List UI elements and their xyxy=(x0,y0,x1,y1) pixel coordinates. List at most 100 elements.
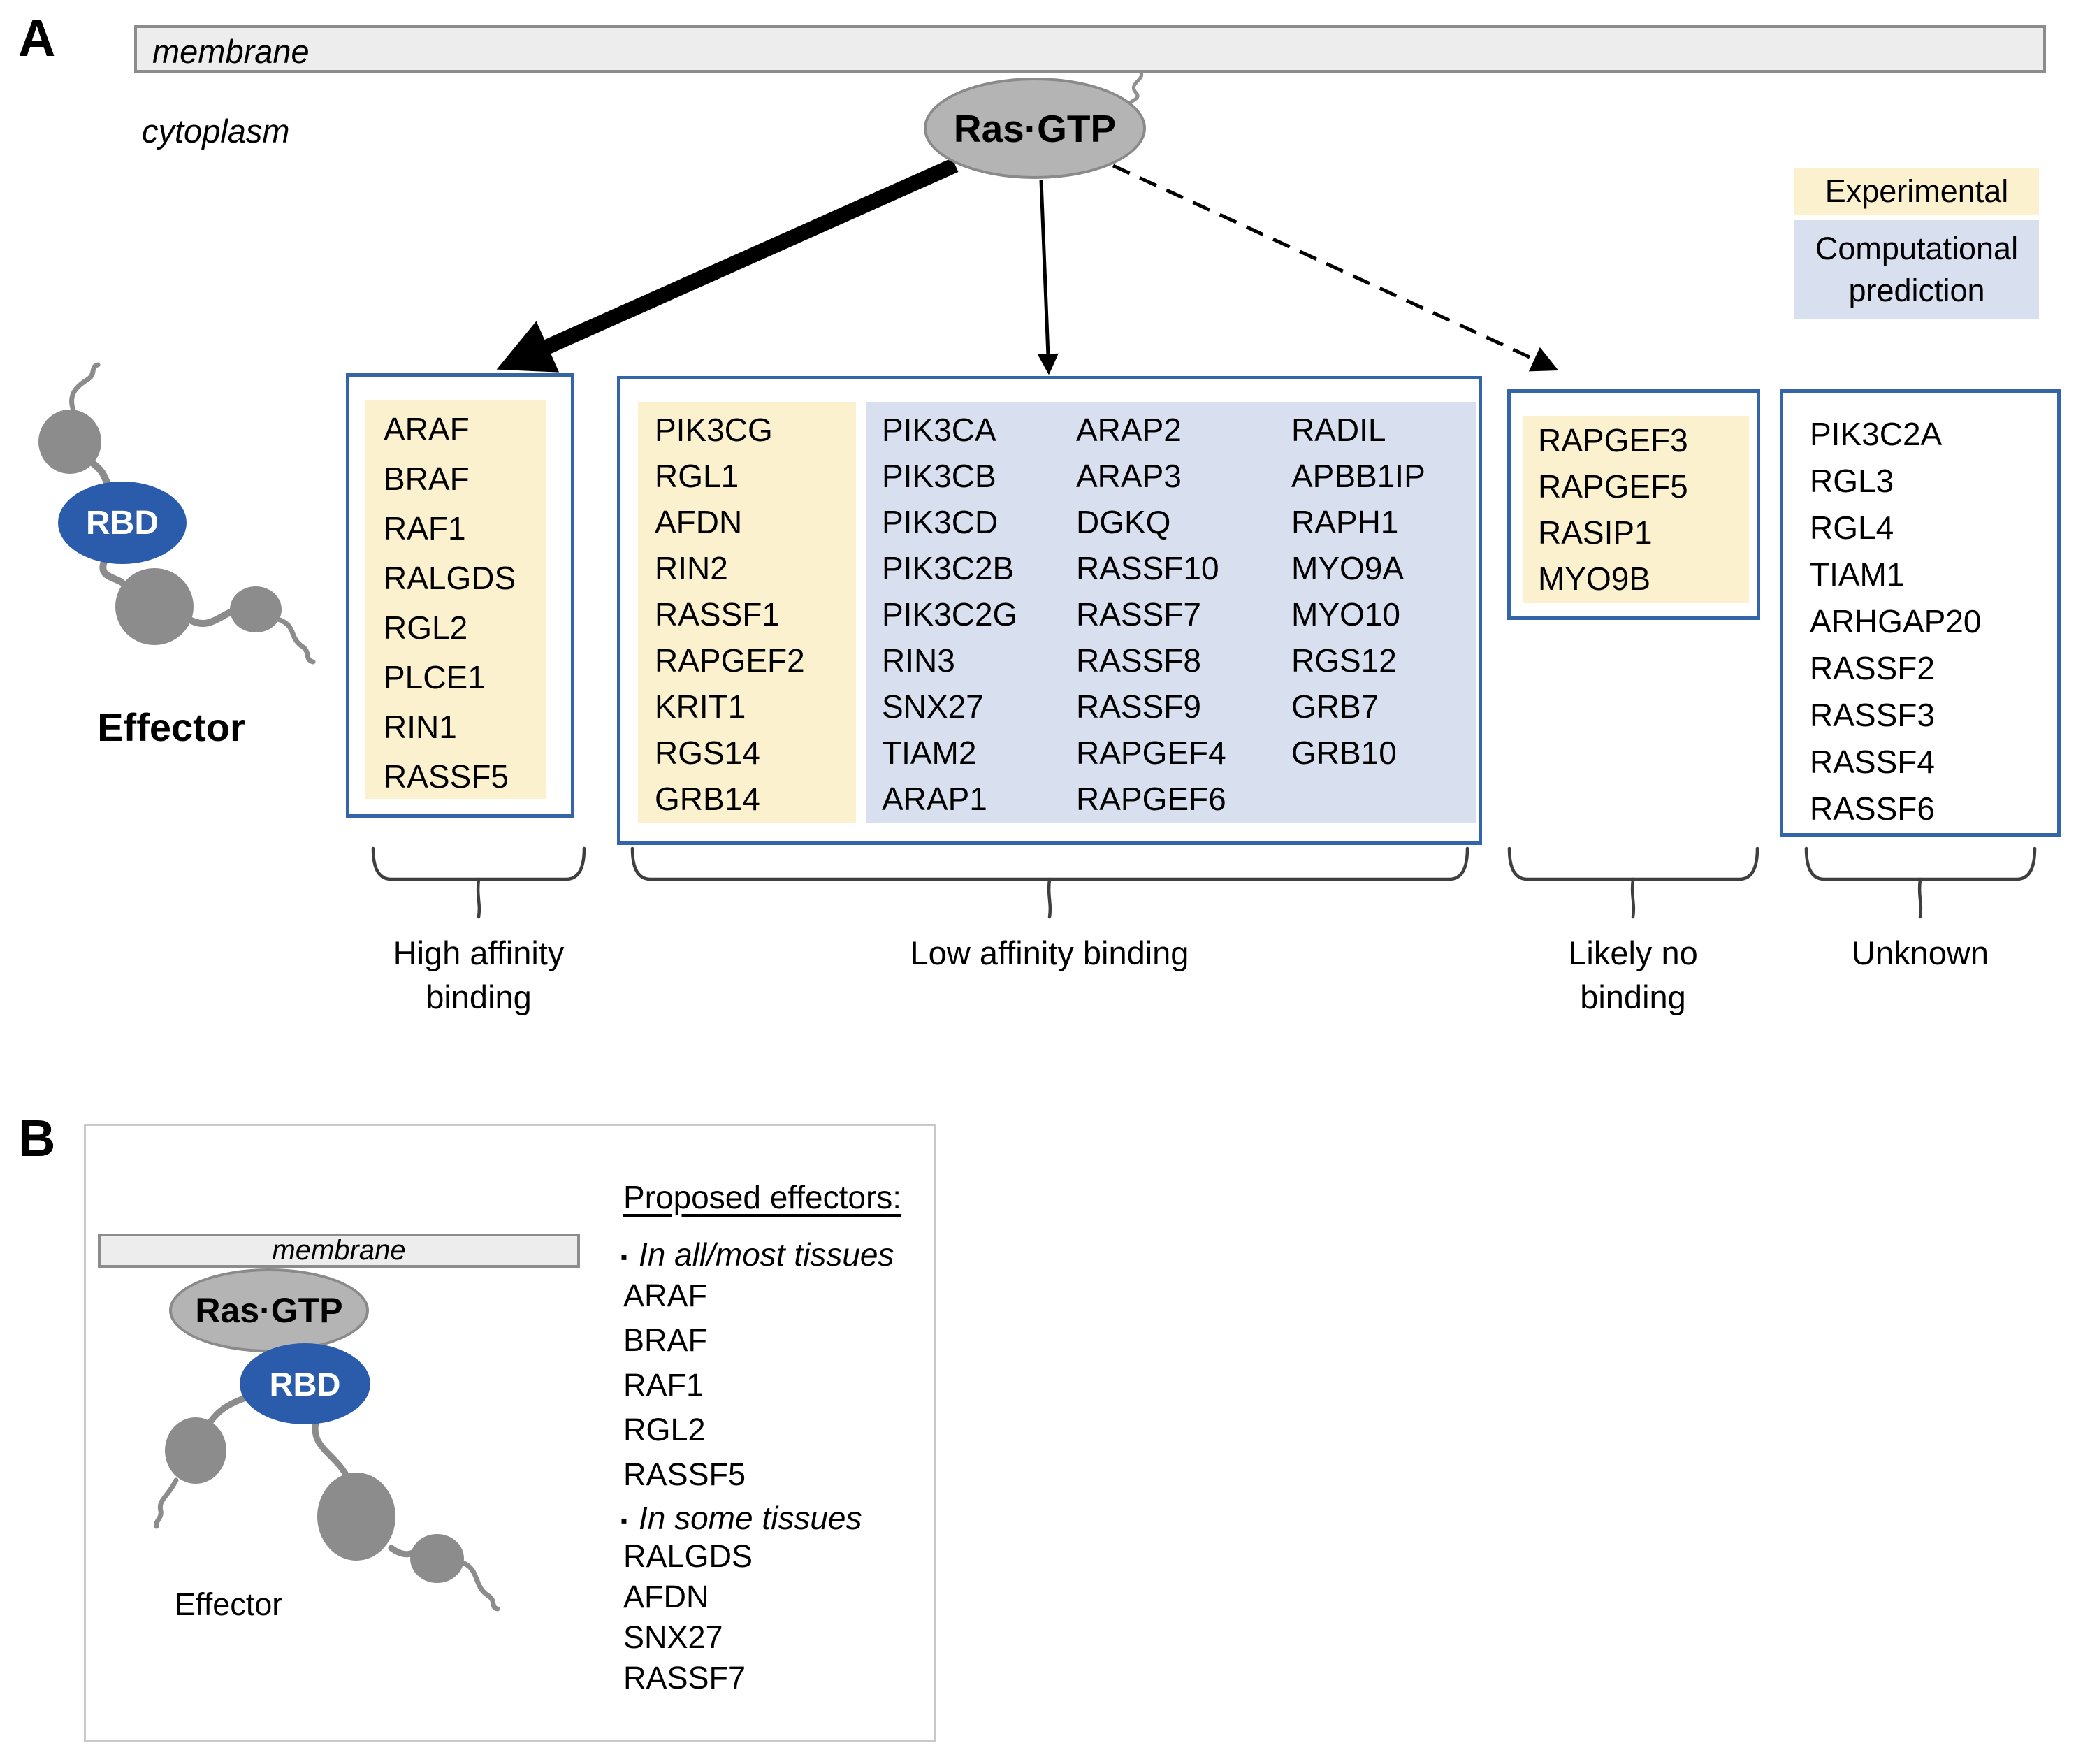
gene-item: RASSF4 xyxy=(1810,744,1935,780)
gene-item: RASSF7 xyxy=(623,1660,746,1696)
all-tissues-heading: ▪In all/most tissues xyxy=(620,1236,894,1273)
gene-item: GRB14 xyxy=(655,781,760,817)
gene-item: RGS14 xyxy=(655,735,760,771)
gene-item: RASSF6 xyxy=(1810,790,1935,827)
ras-gtp-label: Ras·GTP xyxy=(953,106,1117,150)
gene-item: TIAM1 xyxy=(1810,556,1905,593)
gene-item: GRB10 xyxy=(1291,735,1397,771)
gene-item: AFDN xyxy=(623,1579,709,1614)
gene-item: PIK3CB xyxy=(882,458,996,494)
gene-item: ARAF xyxy=(623,1278,708,1313)
membrane-label: membrane xyxy=(152,33,310,70)
gene-item: RGL2 xyxy=(384,609,468,646)
gene-item: RAPGEF5 xyxy=(1538,468,1688,505)
gene-item: RAPGEF3 xyxy=(1538,422,1688,458)
cytoplasm-label: cytoplasm xyxy=(142,113,290,150)
gene-item: BRAF xyxy=(384,461,470,497)
gene-item: MYO9A xyxy=(1291,550,1404,586)
gene-item: RASSF5 xyxy=(384,758,509,795)
ras-gtp-node: Ras·GTP xyxy=(924,78,1146,179)
low-affinity-brace xyxy=(630,846,1469,919)
gene-item: RAF1 xyxy=(384,510,466,547)
gene-item: ARAP3 xyxy=(1076,458,1182,494)
label-line: High affinity xyxy=(393,934,565,971)
gene-item: RGL2 xyxy=(623,1412,706,1447)
legend-computational: Computational prediction xyxy=(1794,220,2039,319)
gene-item: RASSF8 xyxy=(1076,642,1201,679)
gene-item: GRB7 xyxy=(1291,688,1379,725)
effector-domain-blob xyxy=(317,1473,395,1561)
gene-item: RIN1 xyxy=(384,709,457,745)
gene-item: PIK3C2B xyxy=(882,550,1015,586)
gene-item: RAPGEF4 xyxy=(1076,735,1226,771)
high-affinity-arrow xyxy=(496,157,959,373)
label-line: Likely no xyxy=(1568,934,1698,971)
gene-item: RGL4 xyxy=(1810,509,1894,546)
panel-b-label: B xyxy=(18,1109,56,1167)
high-affinity-brace xyxy=(371,846,586,919)
gene-item: RASSF1 xyxy=(655,596,780,632)
gene-item: RASSF10 xyxy=(1076,550,1219,586)
gene-item: RASIP1 xyxy=(1538,514,1653,551)
panel-b-effector-label: Effector xyxy=(175,1586,283,1622)
gene-item: RGL1 xyxy=(655,458,739,494)
membrane-label: membrane xyxy=(272,1235,406,1266)
gene-item: PIK3CG xyxy=(655,412,773,448)
effector-domain-blob xyxy=(410,1534,464,1583)
heading-text: In some tissues xyxy=(638,1500,862,1536)
gene-item: MYO9B xyxy=(1538,561,1651,597)
gene-item: BRAF xyxy=(623,1322,708,1358)
likely-no-binding-brace xyxy=(1507,846,1759,919)
gene-item: SNX27 xyxy=(623,1619,723,1655)
gene-item: PLCE1 xyxy=(384,659,486,695)
effector-domain-blob xyxy=(230,586,282,632)
bullet-icon: ▪ xyxy=(620,1509,627,1531)
unknown-label: Unknown xyxy=(1852,934,1989,971)
bullet-icon: ▪ xyxy=(620,1245,627,1268)
gene-item: ARAF xyxy=(384,411,470,447)
panel-a-label: A xyxy=(18,9,56,67)
gene-item: RALGDS xyxy=(623,1538,753,1574)
rbd-label: RBD xyxy=(86,504,159,542)
gene-item: RASSF2 xyxy=(1810,650,1935,686)
gene-item: RIN3 xyxy=(882,642,955,679)
gene-item: RASSF7 xyxy=(1076,596,1201,632)
likely-no-binding-label: Likely no binding xyxy=(1458,931,1808,1019)
gene-item: APBB1IP xyxy=(1291,458,1425,494)
effector-domain-blob xyxy=(115,568,194,645)
gene-item: PIK3C2A xyxy=(1810,416,1943,452)
effector-domain-blob xyxy=(165,1417,226,1484)
gene-item: PIK3CA xyxy=(882,412,996,448)
gene-item: AFDN xyxy=(655,504,743,540)
gene-item: RASSF3 xyxy=(1810,697,1935,733)
effector-label: Effector xyxy=(97,705,245,749)
gene-item: ARHGAP20 xyxy=(1810,603,1982,639)
gene-item: TIAM2 xyxy=(882,735,977,771)
panel-b-ras-gtp-node: Ras·GTP xyxy=(169,1268,369,1352)
gene-item: ARAP1 xyxy=(882,781,987,817)
gene-item: RAPGEF2 xyxy=(655,642,805,679)
gene-item: MYO10 xyxy=(1291,596,1400,632)
ras-gtp-label: Ras·GTP xyxy=(195,1291,343,1330)
panel-b-frame xyxy=(84,1124,936,1742)
likely-no-binding-dashed-arrow xyxy=(1112,164,1559,372)
gene-item: KRIT1 xyxy=(655,688,746,725)
high-affinity-binding-label: High affinity binding xyxy=(304,931,653,1019)
panel-b-membrane-bar: membrane xyxy=(98,1234,580,1268)
effector-domain-blob xyxy=(38,410,101,474)
low-affinity-arrow xyxy=(1037,180,1059,375)
low-affinity-binding-label: Low affinity binding xyxy=(910,934,1189,971)
gene-item: RALGDS xyxy=(384,560,516,596)
gene-item: DGKQ xyxy=(1076,504,1171,540)
